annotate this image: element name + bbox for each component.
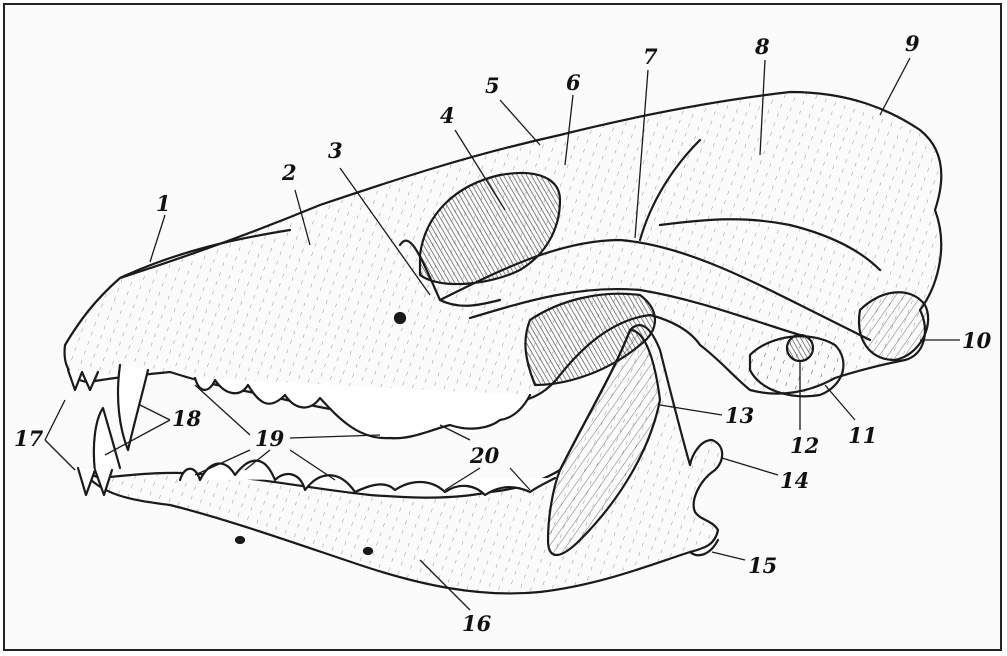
label-19: 19: [255, 428, 284, 449]
leader-17a: [45, 400, 65, 440]
infraorbital-foramen: [395, 313, 405, 323]
leader-9: [880, 58, 910, 115]
leader-1: [150, 215, 165, 262]
mental-foramen-1: [236, 537, 244, 543]
label-8: 8: [755, 36, 770, 57]
upper-canine: [118, 365, 148, 450]
leader-17b: [45, 440, 75, 470]
label-3: 3: [328, 140, 343, 161]
external-ear-canal: [787, 335, 813, 361]
label-14: 14: [780, 470, 809, 491]
leader-19b: [290, 435, 380, 438]
label-15: 15: [748, 555, 777, 576]
label-9: 9: [905, 33, 920, 54]
leader-5: [500, 100, 540, 145]
label-6: 6: [566, 72, 581, 93]
leader-14: [722, 458, 778, 475]
label-17: 17: [14, 428, 43, 449]
lower-canine: [94, 408, 120, 472]
label-2: 2: [282, 162, 297, 183]
label-4: 4: [440, 105, 455, 126]
label-7: 7: [643, 46, 658, 67]
label-13: 13: [725, 405, 754, 426]
leader-11: [825, 385, 855, 420]
mental-foramen-2: [364, 548, 372, 554]
label-18: 18: [172, 408, 201, 429]
label-10: 10: [962, 330, 991, 351]
label-11: 11: [848, 425, 877, 446]
label-5: 5: [485, 75, 500, 96]
label-12: 12: [790, 435, 819, 456]
leader-15: [712, 552, 745, 560]
leader-18a: [140, 405, 170, 420]
label-20: 20: [470, 445, 499, 466]
label-16: 16: [462, 613, 491, 634]
leader-18b: [105, 420, 170, 455]
label-1: 1: [156, 193, 171, 214]
